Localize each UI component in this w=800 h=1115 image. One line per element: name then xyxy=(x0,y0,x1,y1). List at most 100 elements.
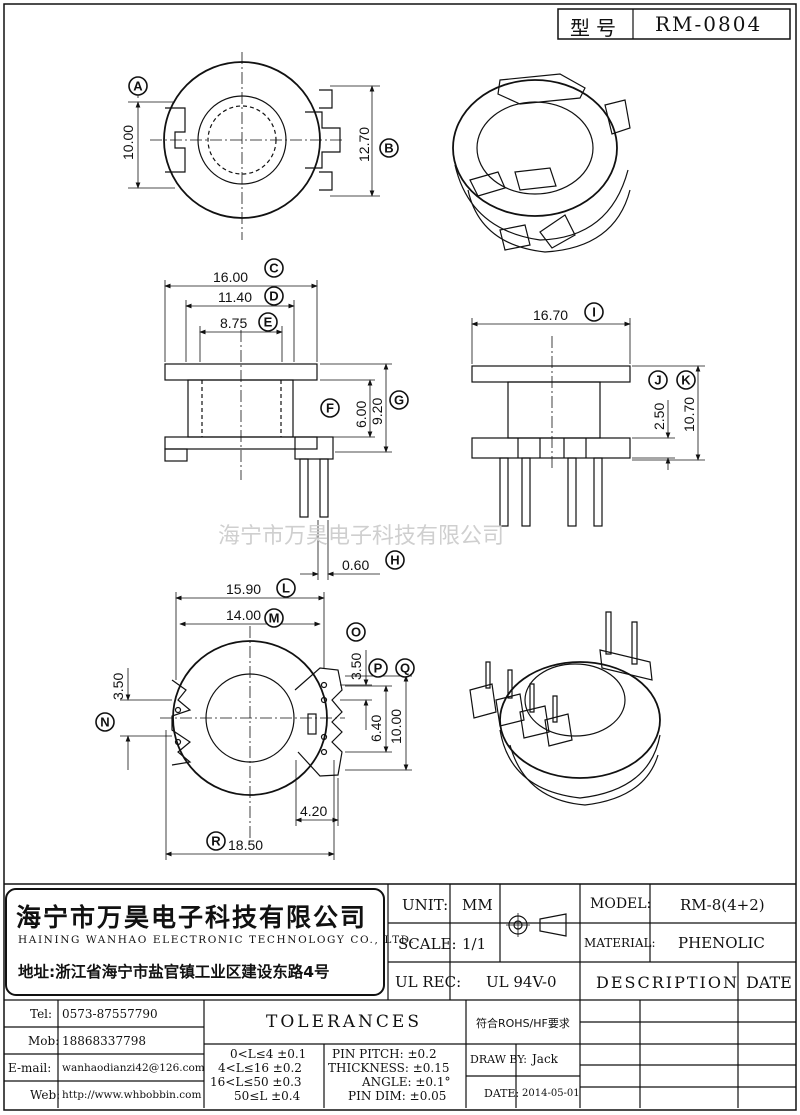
web-label: Web: xyxy=(30,1088,61,1102)
dim-K-value: 10.70 xyxy=(681,397,697,432)
callout-l: L xyxy=(276,578,296,598)
web-value: http://www.whbobbin.com xyxy=(62,1089,202,1101)
tel-label: Tel: xyxy=(30,1007,53,1021)
callout-c: C xyxy=(264,258,284,278)
mob-label: Mob: xyxy=(28,1034,60,1048)
watermark: 海宁市万昊电子科技有限公司 xyxy=(218,524,504,549)
callout-n: N xyxy=(95,712,115,732)
unit-value: MM xyxy=(462,896,493,914)
callout-d: D xyxy=(264,286,284,306)
dim-R-value: 18.50 xyxy=(228,837,263,853)
date-label: DATE: xyxy=(484,1087,520,1100)
svg-text:E: E xyxy=(264,315,273,330)
mob-value: 18868337798 xyxy=(62,1034,146,1048)
callout-b: B xyxy=(379,138,399,158)
tel-value: 0573-87557790 xyxy=(62,1007,158,1021)
title-block xyxy=(4,8,796,1108)
tol-length-4: 50≤L ±0.4 xyxy=(234,1089,301,1103)
svg-text:I: I xyxy=(592,305,596,320)
tol-length-2: 4<L≤16 ±0.2 xyxy=(218,1061,302,1075)
email-value: wanhaodianzi42@126.com xyxy=(62,1062,205,1074)
svg-text:Q: Q xyxy=(400,661,410,676)
model-box-label: 型号 xyxy=(570,16,622,40)
callout-r: R xyxy=(206,831,226,851)
company-address: 地址:浙江省海宁市盐官镇工业区建设东路4号 xyxy=(18,963,330,981)
tol-length-1: 0<L≤4 ±0.1 xyxy=(230,1047,307,1061)
svg-text:H: H xyxy=(390,553,399,568)
date-value: 2014-05-01 xyxy=(522,1088,580,1099)
svg-text:B: B xyxy=(384,141,393,156)
material-label: MATERIAL: xyxy=(584,936,656,950)
dim-S-value: 4.20 xyxy=(300,803,327,819)
callout-markers: A B CDE F G H I J K LM N O P Q R xyxy=(95,76,696,851)
bottom-view xyxy=(120,592,412,860)
draw-by-value: Jack xyxy=(532,1052,558,1066)
dim-A-value: 10.00 xyxy=(120,125,136,160)
company-name-en: HAINING WANHAO ELECTRONIC TECHNOLOGY CO.… xyxy=(18,934,416,946)
dim-E-value: 8.75 xyxy=(220,315,247,331)
callout-f: F xyxy=(320,398,340,418)
unit-label: UNIT: xyxy=(402,896,449,914)
svg-text:M: M xyxy=(269,611,280,626)
callout-k: K xyxy=(676,370,696,390)
callout-p: P xyxy=(368,658,388,678)
svg-text:K: K xyxy=(681,373,691,388)
dim-F-value: 6.00 xyxy=(353,401,369,428)
material-value: PHENOLIC xyxy=(678,934,765,952)
svg-text:O: O xyxy=(351,625,361,640)
company-name-cn: 海宁市万昊电子科技有限公司 xyxy=(16,903,368,932)
projection-symbol-icon xyxy=(506,913,567,937)
tolerances-title: TOLERANCES xyxy=(266,1012,422,1032)
callout-e: E xyxy=(258,312,278,332)
dim-B-value: 12.70 xyxy=(356,127,372,162)
tol-pin-pitch: PIN PITCH: ±0.2 xyxy=(332,1047,437,1061)
dim-Q-value: 10.00 xyxy=(388,709,404,744)
dim-M-value: 14.00 xyxy=(226,607,261,623)
iso-view-bottom xyxy=(469,611,661,806)
svg-text:L: L xyxy=(282,581,290,596)
front-view xyxy=(164,280,392,580)
scale-label: SCALE: xyxy=(398,935,457,953)
dim-C-value: 16.00 xyxy=(213,269,248,285)
svg-text:G: G xyxy=(394,393,404,408)
tol-length-3: 16<L≤50 ±0.3 xyxy=(210,1075,302,1089)
svg-text:C: C xyxy=(269,261,279,276)
svg-text:J: J xyxy=(654,373,661,388)
draw-by-label: DRAW BY: xyxy=(470,1053,527,1066)
tol-pin-dim: PIN DIM: ±0.05 xyxy=(348,1089,447,1103)
callout-h: H xyxy=(385,550,405,570)
svg-text:R: R xyxy=(211,834,221,849)
callout-g: G xyxy=(389,390,409,410)
ul-rec-value: UL 94V-0 xyxy=(486,973,557,991)
svg-text:P: P xyxy=(374,661,383,676)
dim-H-value: 0.60 xyxy=(342,557,369,573)
dim-G-value: 9.20 xyxy=(369,398,385,425)
dim-L-value: 15.90 xyxy=(226,581,261,597)
callout-q: Q xyxy=(395,658,415,678)
rohs-note: 符合ROHS/HF要求 xyxy=(476,1017,570,1030)
email-label: E-mail: xyxy=(8,1061,52,1075)
scale-value: 1/1 xyxy=(462,935,487,953)
dim-P-value: 6.40 xyxy=(368,715,384,742)
model-value: RM-8(4+2) xyxy=(680,896,765,914)
side-view xyxy=(471,318,705,527)
callout-m: M xyxy=(264,608,284,628)
top-view xyxy=(128,52,380,240)
svg-text:A: A xyxy=(133,79,143,94)
callout-j: J xyxy=(648,370,668,390)
model-label: MODEL: xyxy=(590,896,652,912)
description-header: DESCRIPTION xyxy=(596,973,739,992)
dim-D-value: 11.40 xyxy=(218,289,252,305)
callout-a: A xyxy=(128,76,148,96)
ul-rec-label: UL REC: xyxy=(395,973,462,991)
iso-view-top xyxy=(452,73,631,253)
tol-thickness: THICKNESS: ±0.15 xyxy=(328,1061,450,1075)
callout-i: I xyxy=(584,302,604,322)
svg-text:F: F xyxy=(326,401,334,416)
dim-O-value: 3.50 xyxy=(348,653,364,680)
tol-angle: ANGLE: ±0.1° xyxy=(362,1075,451,1089)
dim-N-value: 3.50 xyxy=(110,673,126,700)
dim-I-value: 16.70 xyxy=(533,307,568,323)
dim-J-value: 2.50 xyxy=(651,403,667,430)
